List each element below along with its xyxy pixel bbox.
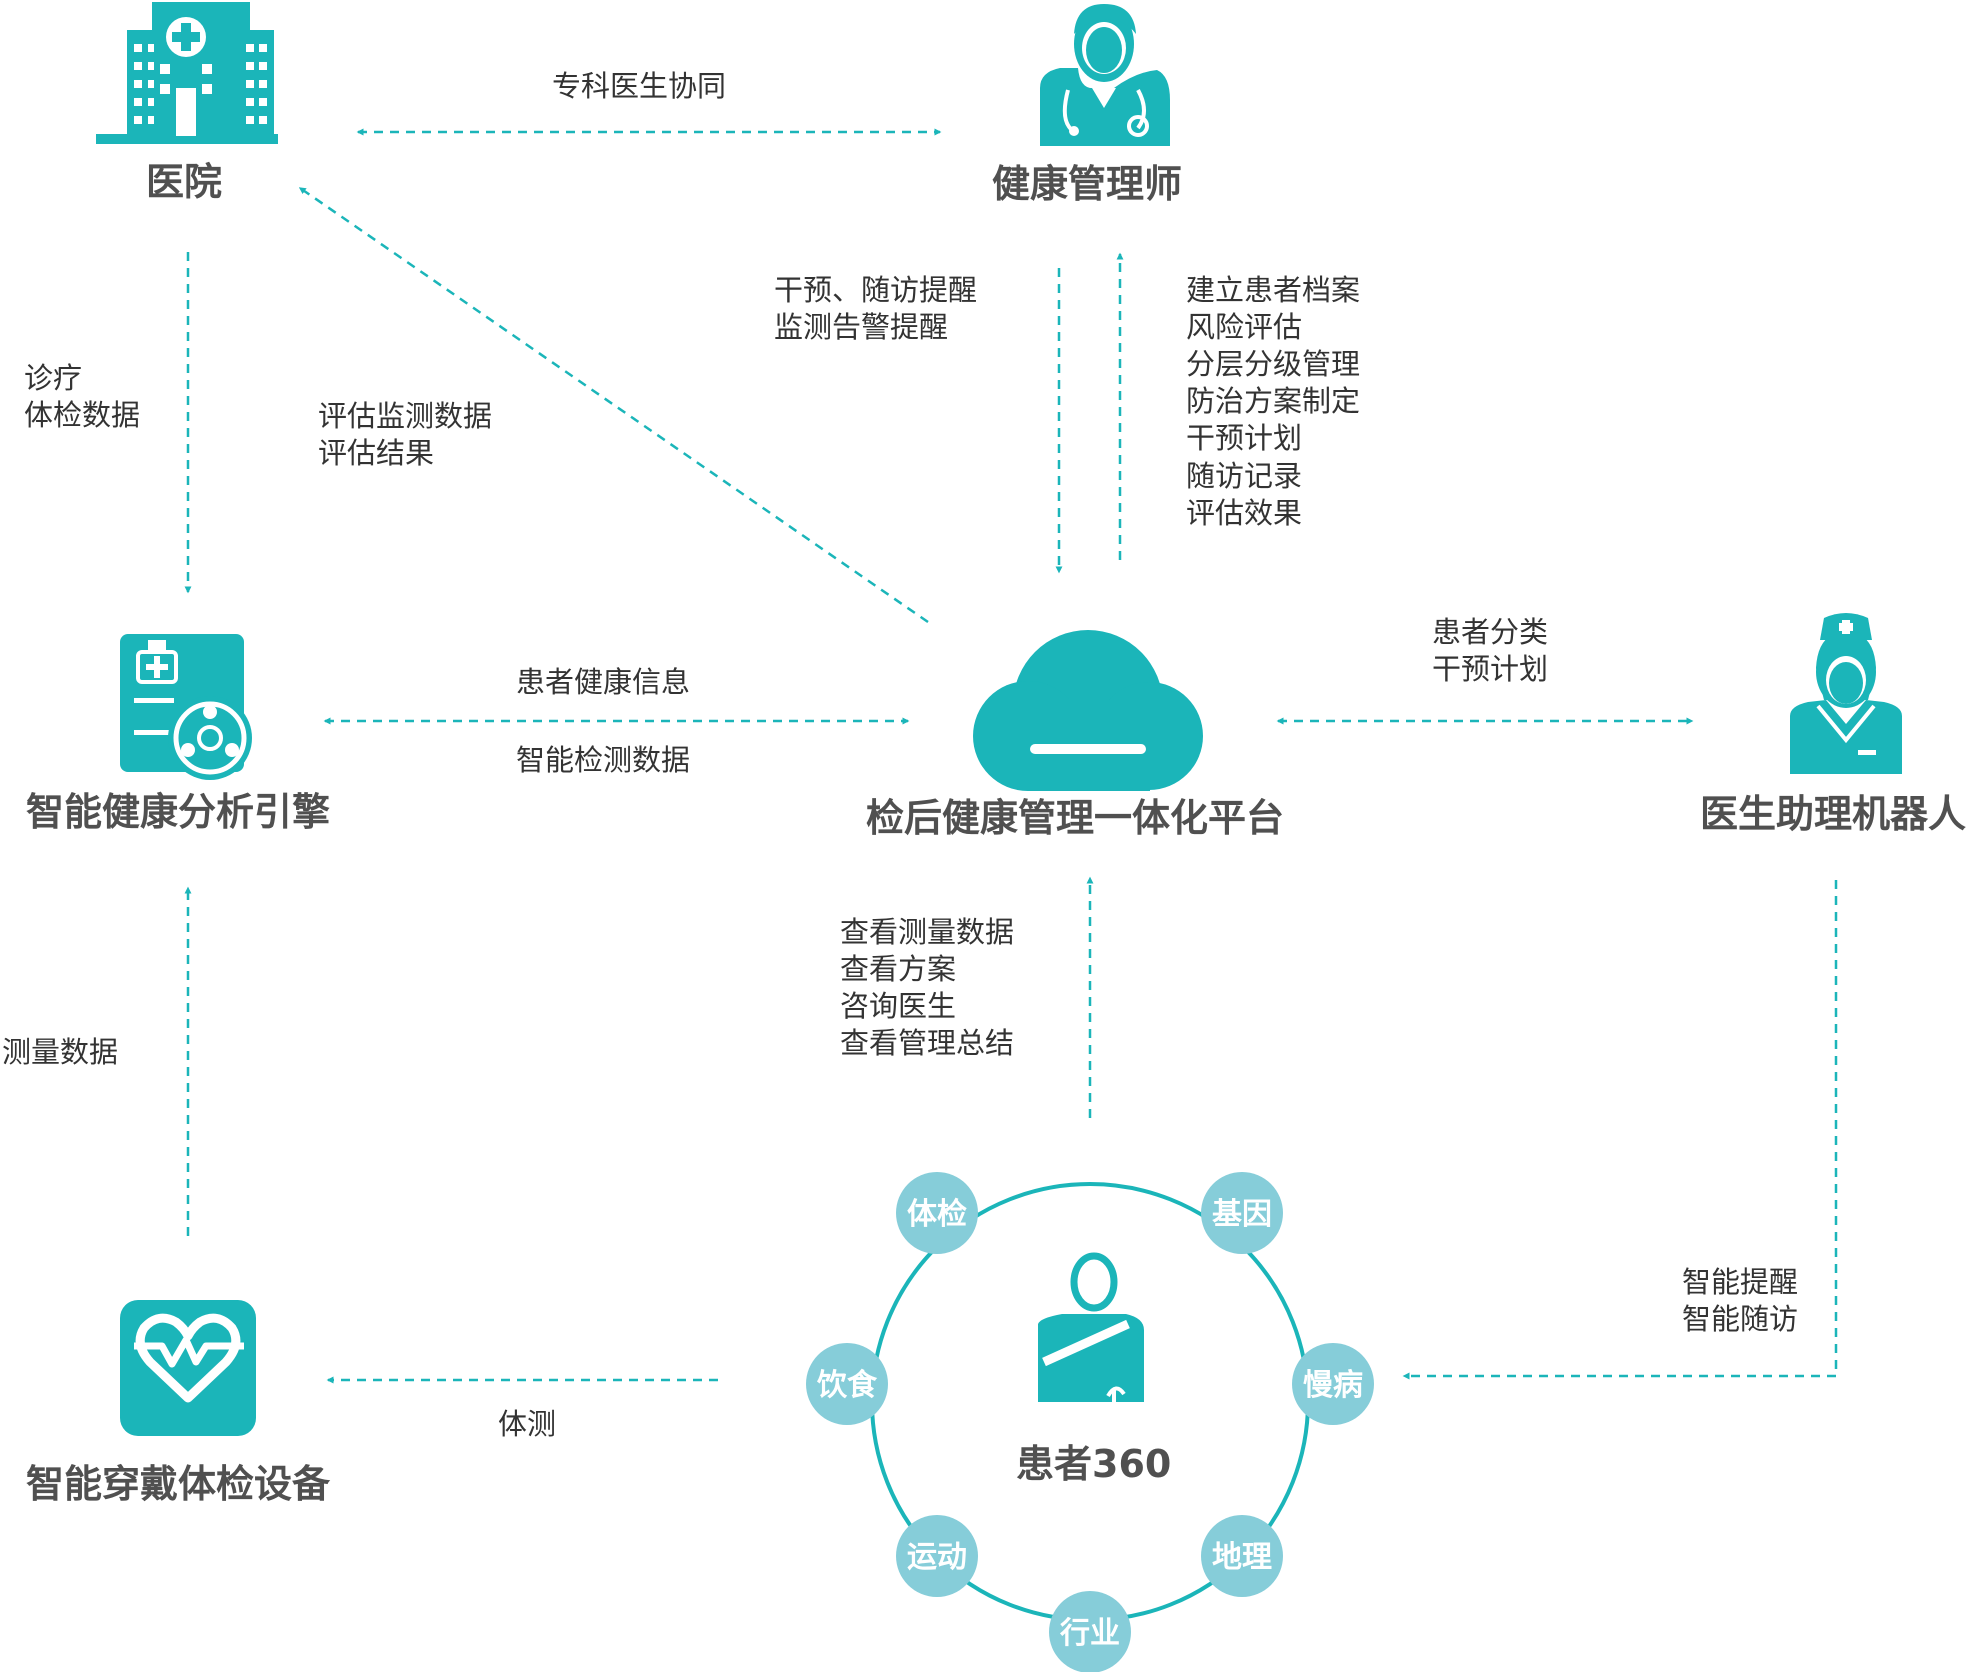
dimension-circle-yinshi	[806, 1343, 888, 1425]
dimension-circles	[806, 1172, 1374, 1672]
edge-label-patient-to-platform: 查看测量数据 查看方案 咨询医生 查看管理总结	[840, 914, 1014, 1062]
edge-label-patient-to-wearable: 体测	[498, 1407, 557, 1441]
dimension-circle-manbing	[1292, 1343, 1374, 1425]
dimension-circle-hangye	[1049, 1591, 1131, 1672]
edge-label-line: 评估结果	[318, 436, 435, 471]
edge-label-line: 评估效果	[1186, 495, 1303, 530]
doctor-icon	[1040, 4, 1170, 146]
edge-label-line: 分层分级管理	[1186, 347, 1361, 382]
dimension-label: 基因	[1212, 1197, 1272, 1232]
edge-label-hospital-manager: 专科医生协同	[552, 69, 727, 103]
node-label-platform: 检后健康管理一体化平台	[866, 796, 1285, 840]
edge-label-line: 智能提醒	[1682, 1265, 1799, 1299]
edge-label-manager-to-platform: 干预、随访提醒 监测告警提醒	[774, 272, 977, 346]
hospital-icon	[96, 2, 278, 144]
edge-label-line: 查看方案	[840, 952, 957, 987]
dimension-label: 饮食	[816, 1368, 878, 1403]
dimension-label: 行业	[1059, 1616, 1120, 1651]
dimension-label: 地理	[1212, 1540, 1272, 1575]
dimension-label: 慢病	[1303, 1368, 1363, 1403]
edge-label-line: 查看管理总结	[840, 1026, 1015, 1061]
edge-label-line: 诊疗	[24, 361, 83, 395]
edge-label-line: 查看测量数据	[840, 915, 1015, 949]
edge-label-line: 监测告警提醒	[774, 310, 949, 345]
edge-label-line: 干预计划	[1186, 421, 1303, 456]
cloud-icon	[973, 630, 1203, 791]
dimension-circle-tijian	[896, 1172, 978, 1254]
node-label-health-manager: 健康管理师	[992, 162, 1183, 206]
dimension-circle-dili	[1201, 1515, 1283, 1597]
edge-label-line: 评估监测数据	[318, 399, 493, 433]
edge-label-hospital-engine: 诊疗 体检数据	[24, 360, 140, 434]
node-label-engine: 智能健康分析引擎	[26, 790, 331, 834]
edge-label-line: 智能随访	[1682, 1302, 1799, 1337]
edge-label-wearable-to-engine: 测量数据	[2, 1035, 119, 1069]
edge-label-line: 干预计划	[1432, 652, 1549, 687]
heart-rate-icon	[120, 1300, 256, 1436]
patient360-label: 患者360	[1016, 1442, 1172, 1486]
edge-label-line: 干预、随访提醒	[774, 273, 978, 307]
edge-label-line: 咨询医生	[840, 989, 957, 1024]
edge-label-engine-platform-bottom: 智能检测数据	[516, 743, 691, 777]
dimension-circle-yundong	[896, 1515, 978, 1597]
edge-label-platform-hospital: 评估监测数据 评估结果	[318, 398, 492, 472]
edge-label-robot-to-patient: 智能提醒 智能随访	[1682, 1264, 1798, 1338]
dimension-label: 体检	[907, 1197, 967, 1232]
nurse-icon	[1790, 613, 1902, 774]
edge-label-line: 防治方案制定	[1186, 384, 1361, 419]
node-label-wearable: 智能穿戴体检设备	[26, 1462, 331, 1506]
edge-label-line: 随访记录	[1186, 458, 1303, 493]
medical-analysis-icon	[120, 634, 252, 780]
dimension-label: 运动	[907, 1540, 967, 1575]
node-label-hospital: 医院	[146, 160, 223, 204]
edge-label-line: 风险评估	[1186, 310, 1303, 345]
edge-label-platform-robot: 患者分类 干预计划	[1432, 614, 1548, 688]
connector-robot-patient	[1402, 880, 1838, 1380]
dimension-circle-jiyin	[1201, 1172, 1283, 1254]
edge-label-engine-platform-top: 患者健康信息	[516, 665, 691, 699]
edge-label-platform-to-manager: 建立患者档案 风险评估 分层分级管理 防治方案制定 干预计划 随访记录 评估效果	[1186, 272, 1360, 532]
node-label-robot: 医生助理机器人	[1700, 792, 1967, 836]
patient-icon	[1038, 1252, 1144, 1402]
edge-label-line: 患者分类	[1432, 615, 1549, 649]
edge-label-line: 体检数据	[24, 398, 141, 433]
edge-label-line: 建立患者档案	[1186, 273, 1361, 307]
